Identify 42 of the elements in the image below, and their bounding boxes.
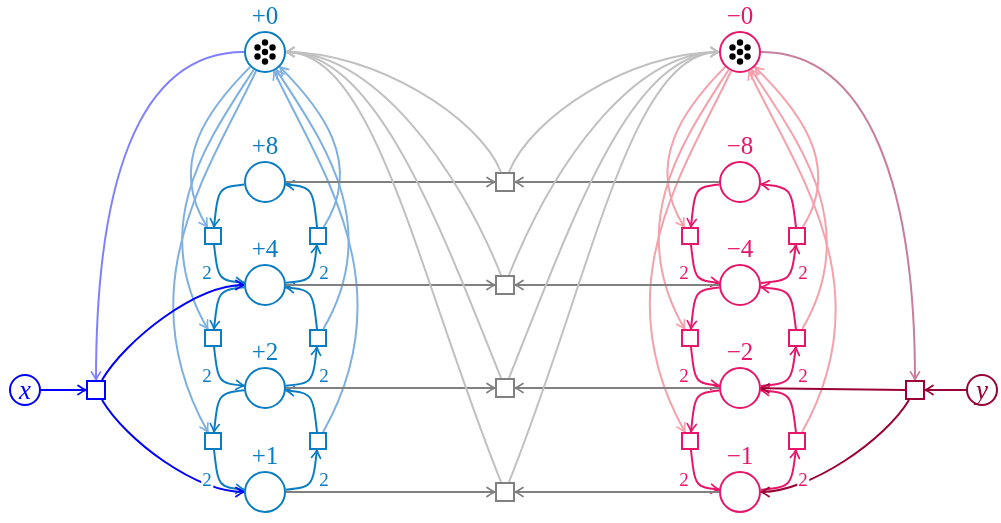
transition-box [905, 380, 925, 400]
transition-box [495, 378, 515, 398]
place-label: −8 [726, 131, 754, 161]
edge-label: 2 [678, 367, 690, 385]
transition-box [204, 329, 222, 347]
place-label: −4 [726, 234, 754, 264]
edge-label: 2 [678, 471, 690, 489]
transition-box [788, 432, 806, 450]
edge-label: 2 [201, 367, 213, 385]
transition-box [204, 432, 222, 450]
edge-label: 2 [318, 264, 330, 282]
edge-label: 2 [318, 471, 330, 489]
edge-label: 2 [678, 264, 690, 282]
edge-label: 2 [797, 471, 809, 489]
edge-label: 2 [797, 264, 809, 282]
transition-box [788, 329, 806, 347]
edge-label: 2 [201, 264, 213, 282]
place-label: +2 [251, 337, 279, 367]
edge-label: 2 [797, 367, 809, 385]
variable-circle: x [9, 374, 41, 406]
transition-box [309, 227, 327, 245]
place-label: +4 [251, 234, 279, 264]
place-label: +1 [251, 441, 279, 471]
edge-label: 2 [201, 471, 213, 489]
transition-box [495, 275, 515, 295]
transition-box [86, 380, 106, 400]
transition-box [681, 432, 699, 450]
edge-label: 2 [318, 367, 330, 385]
place-label: −0 [726, 1, 754, 31]
place-label: +8 [251, 131, 279, 161]
transition-box [788, 227, 806, 245]
transition-box [681, 227, 699, 245]
transition-box [309, 329, 327, 347]
transition-box [495, 482, 515, 502]
variable-circle: y [966, 374, 998, 406]
place-label: −1 [726, 441, 754, 471]
place-label: −2 [726, 337, 754, 367]
place-label: +0 [251, 1, 279, 31]
transition-box [309, 432, 327, 450]
transition-box [204, 227, 222, 245]
transition-box [495, 172, 515, 192]
transition-box [681, 329, 699, 347]
